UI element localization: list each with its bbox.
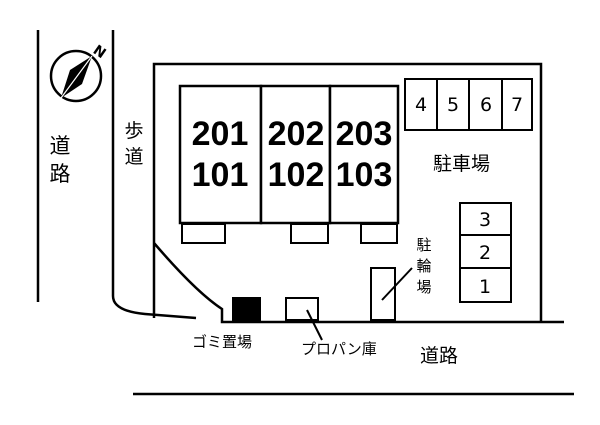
parking-slot-5 — [436, 78, 470, 131]
bicycle-parking-char-3: 場 — [416, 278, 431, 296]
parking-slot-3-label: 3 — [479, 209, 491, 231]
parking-slot-5-label: 5 — [447, 94, 459, 116]
bicycle-parking: 駐 輪 場 — [370, 236, 432, 321]
parking-label: 駐車場 — [433, 153, 490, 175]
unit-1-lower-number: 101 — [192, 156, 249, 194]
parking-slot-6 — [468, 78, 503, 131]
sidewalk-label: 歩 道 — [124, 120, 143, 168]
unit-2-upper-number: 202 — [268, 115, 325, 153]
compass-north-label: N — [90, 42, 109, 62]
parking-slot-4 — [404, 78, 438, 131]
unit-block-1 — [178, 84, 263, 225]
unit-3-entry — [360, 223, 398, 244]
west-road-char-2: 路 — [50, 162, 71, 186]
unit-2-entry — [290, 223, 329, 244]
parking-slot-1 — [459, 267, 512, 303]
parking-slot-4-label: 4 — [415, 94, 427, 116]
building: 201 101 202 102 203 103 — [178, 84, 400, 244]
parking-slot-6-label: 6 — [480, 94, 492, 116]
bicycle-parking-area — [370, 267, 396, 321]
unit-3-upper-number: 203 — [336, 115, 393, 153]
parking-top-slots: 4 5 6 7 — [404, 78, 533, 131]
sidewalk-char-1: 歩 — [124, 120, 143, 142]
unit-1-entry — [181, 223, 226, 244]
parking-slot-2 — [459, 234, 512, 269]
bicycle-parking-char-2: 輪 — [416, 257, 431, 275]
unit-1-upper-number: 201 — [192, 115, 249, 153]
parking-slot-1-label: 1 — [479, 276, 491, 298]
west-road-label: 道 路 — [50, 134, 71, 186]
parking-slot-2-label: 2 — [479, 242, 491, 264]
unit-block-2 — [259, 84, 332, 225]
parking-side-slots: 3 2 1 — [459, 202, 512, 303]
compass-ring — [49, 49, 103, 103]
sidewalk-char-2: 道 — [124, 146, 143, 168]
sidewalk-curb — [111, 30, 197, 320]
unit-block-3 — [328, 84, 400, 225]
property-boundary — [152, 62, 564, 324]
west-road-char-1: 道 — [50, 134, 71, 158]
unit-3-lower-number: 103 — [336, 156, 393, 194]
propane-label: プロパン庫 — [301, 340, 377, 358]
compass: N — [49, 42, 109, 103]
propane-storage — [285, 297, 319, 321]
bicycle-parking-char-1: 駐 — [416, 236, 431, 254]
parking-slot-7-label: 7 — [511, 94, 523, 116]
parking-slot-7 — [501, 78, 533, 131]
propane-pointer — [306, 309, 323, 341]
compass-arrow-axis — [60, 55, 93, 99]
unit-2-lower-number: 102 — [268, 156, 325, 194]
garbage-area — [232, 297, 261, 321]
south-road-label: 道路 — [420, 345, 458, 367]
bicycle-parking-pointer — [381, 267, 413, 301]
garbage-label: ゴミ置場 — [192, 333, 252, 351]
